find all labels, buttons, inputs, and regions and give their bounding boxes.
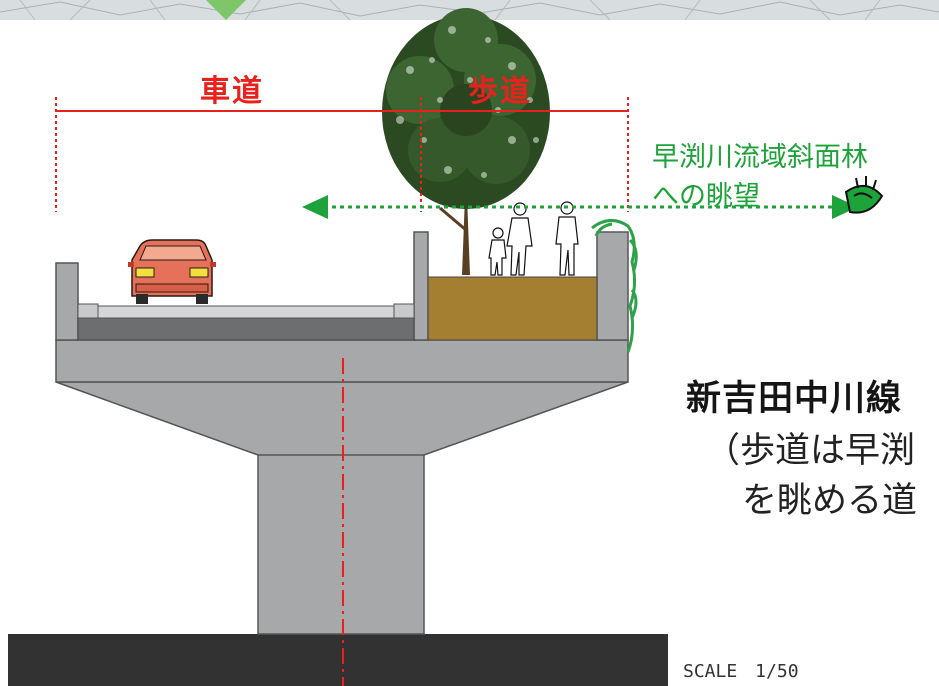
pedestrians-icon [488,201,579,276]
left-barrier [55,262,79,341]
scale-label: SCALE 1/50 [683,661,799,682]
map-marker-icon [206,0,246,20]
arrowhead-left-icon [302,195,328,219]
tree-icon [382,8,550,275]
arrowhead-right-icon [832,195,858,219]
sidewalk-planter [427,276,598,341]
dimension-lines [55,97,629,686]
ground [8,634,668,686]
diagram-title: 新吉田中川線 [686,379,903,419]
view-caption-line2: への眺望 [652,181,760,212]
subtitle-line2: を眺める道 [742,481,918,521]
subtitle-line1: （歩道は早渕 [705,431,916,471]
eye-icon [844,176,884,214]
view-caption-line1: 早渕川流域斜面林 [652,142,868,173]
median-barrier [413,231,429,341]
view-arrow [302,195,858,219]
climbing-vine-icon [591,219,638,353]
roadway-pavement [77,317,415,341]
roadway-surface [76,305,416,319]
roadway-label: 車道 [200,74,264,109]
sidewalk-label: 歩道 [468,74,532,109]
car-icon [128,239,216,304]
right-barrier [596,231,629,341]
